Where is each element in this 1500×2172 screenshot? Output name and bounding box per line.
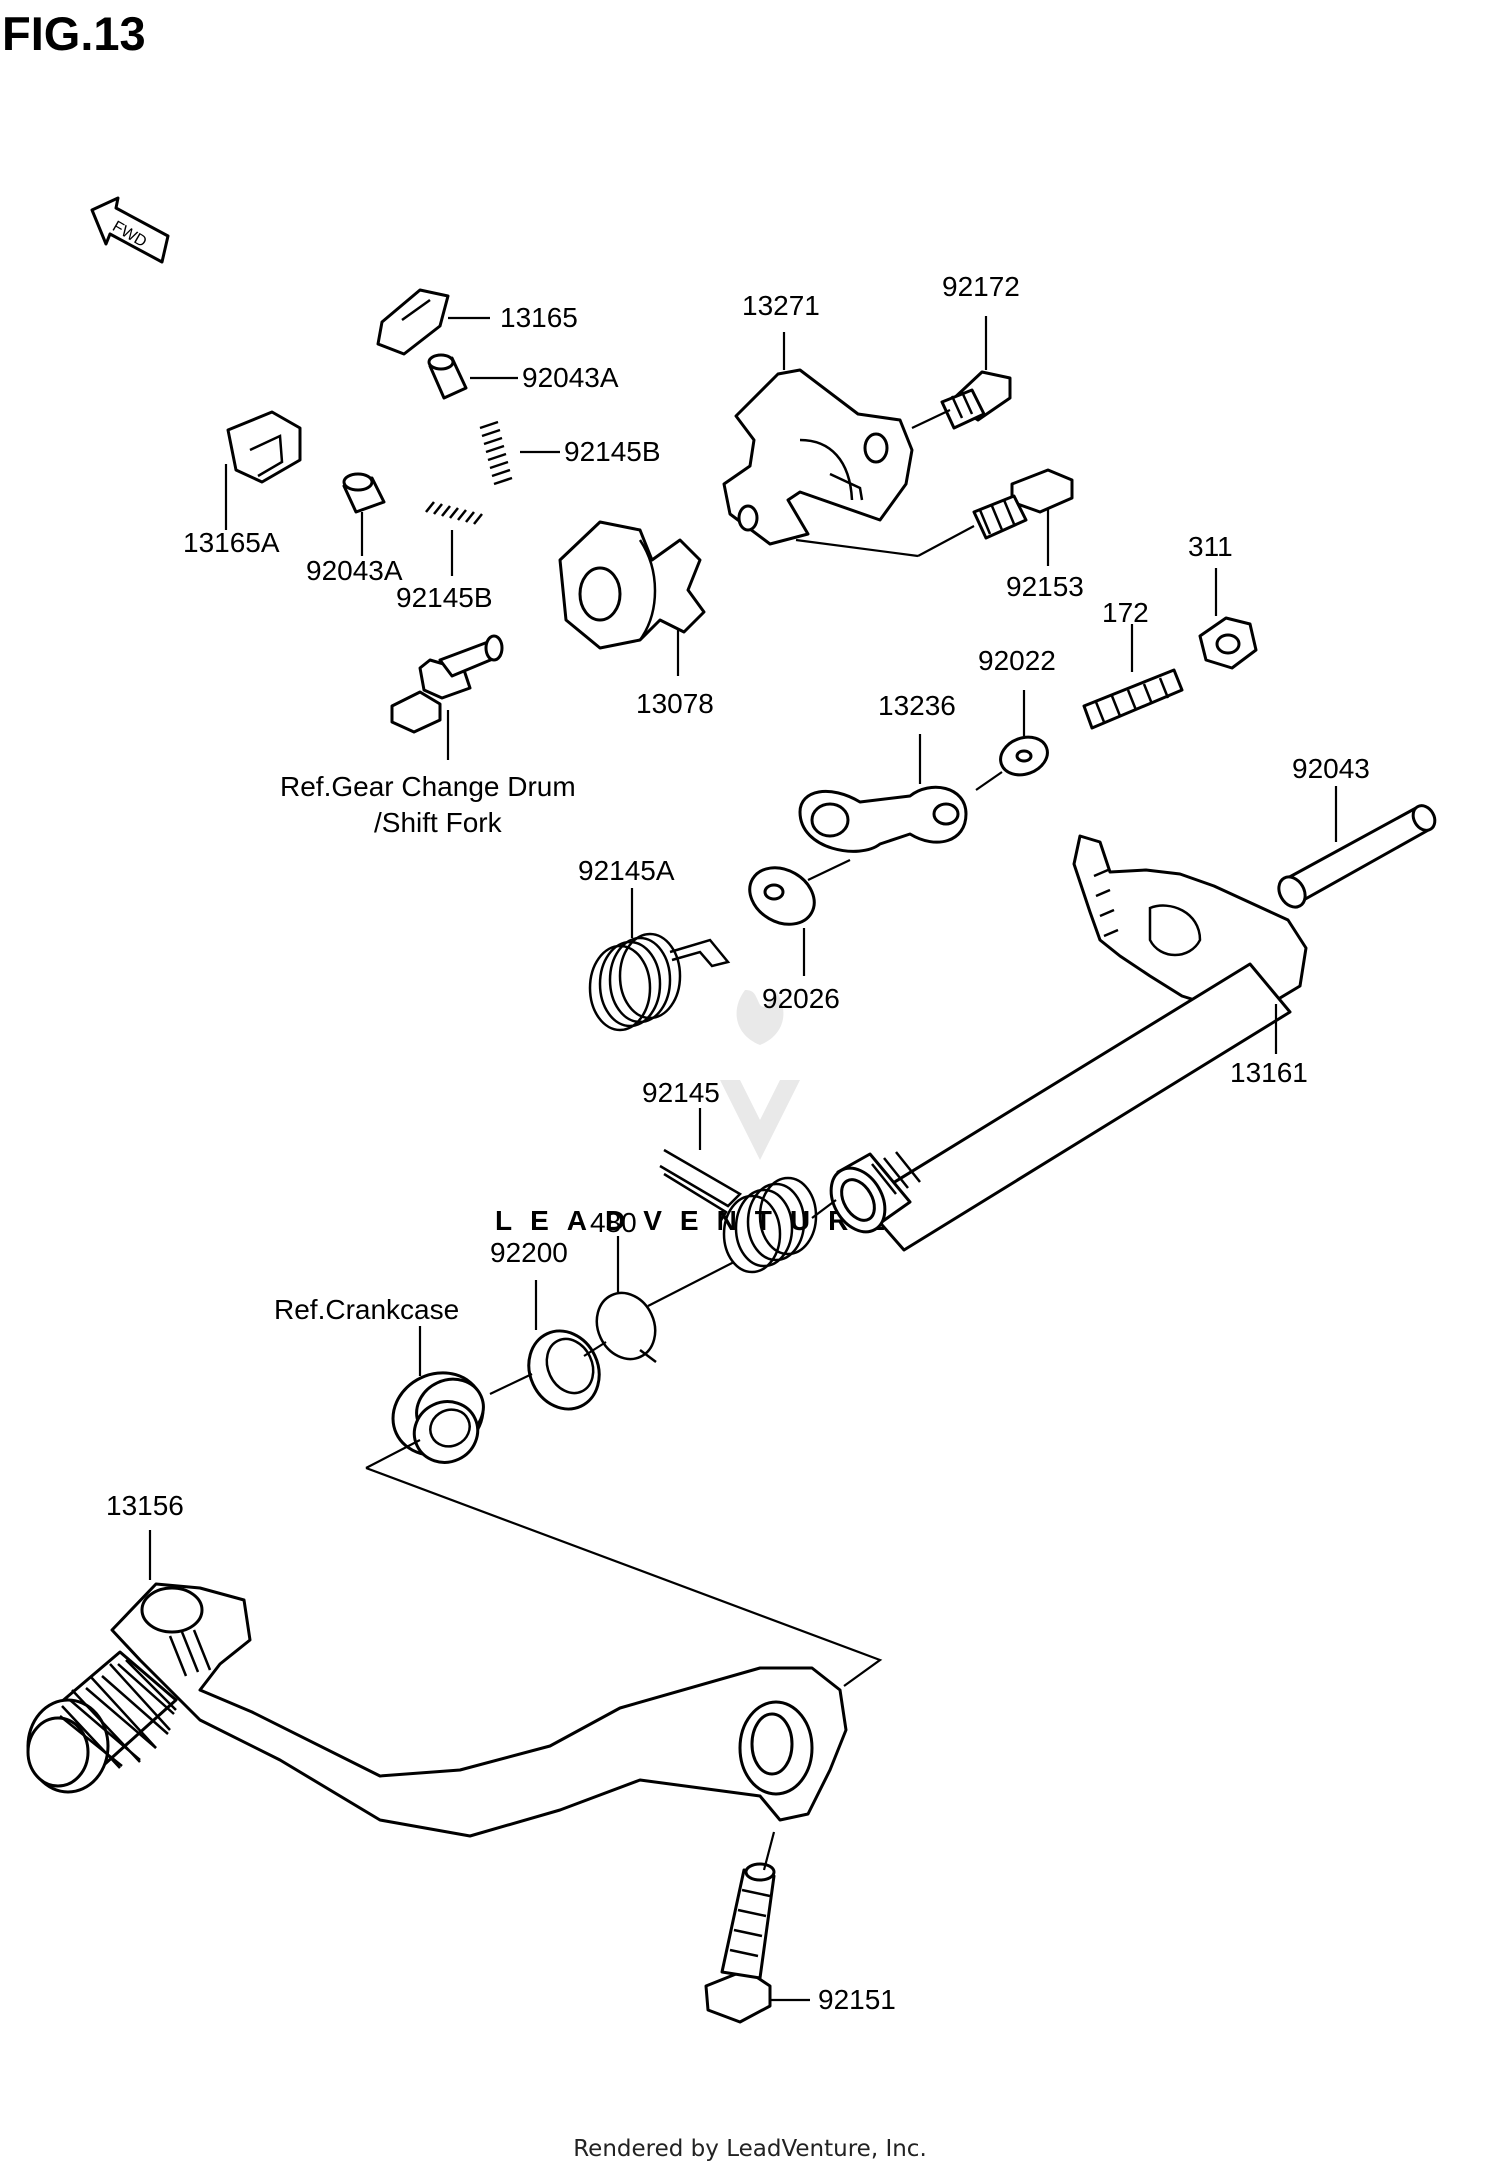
part-92022[interactable]	[995, 731, 1052, 781]
part-92172[interactable]	[940, 370, 1012, 430]
part-92151[interactable]	[704, 1862, 776, 2024]
label-92043A-low: 92043A	[306, 555, 403, 586]
label-ref-drum-1: Ref.Gear Change Drum	[280, 771, 576, 802]
part-13271[interactable]	[722, 368, 914, 546]
label-13078: 13078	[636, 688, 714, 719]
label-13156: 13156	[106, 1490, 184, 1521]
footer-credit: Rendered by LeadVenture, Inc.	[573, 2136, 927, 2162]
label-13165A: 13165A	[183, 527, 280, 558]
label-ref-crankcase: Ref.Crankcase	[274, 1294, 459, 1325]
part-ref-crankcase-seal[interactable]	[379, 1358, 496, 1472]
part-13156[interactable]	[26, 1439, 883, 1838]
part-92043[interactable]	[1274, 802, 1440, 912]
part-13078[interactable]	[558, 520, 706, 650]
label-13161: 13161	[1230, 1057, 1308, 1088]
label-13271: 13271	[742, 290, 820, 321]
watermark-text: LEADVENTURE	[495, 1205, 903, 1236]
label-92153: 92153	[1006, 571, 1084, 602]
figure-title: FIG.13	[2, 7, 146, 60]
part-92145A[interactable]	[588, 932, 731, 1032]
label-13165: 13165	[500, 302, 578, 333]
label-92043A-top: 92043A	[522, 362, 619, 393]
part-92043A-top[interactable]	[427, 353, 468, 400]
label-311: 311	[1188, 531, 1233, 562]
part-13236[interactable]	[798, 785, 968, 853]
part-13161[interactable]	[820, 834, 1308, 1252]
label-92145B-top: 92145B	[564, 436, 661, 467]
part-92043A-low[interactable]	[342, 472, 386, 514]
part-ref-drum-pin[interactable]	[390, 634, 504, 734]
part-13165[interactable]	[376, 288, 450, 356]
label-92145: 92145	[642, 1077, 720, 1108]
part-172[interactable]	[1082, 668, 1184, 730]
fwd-arrow-icon: FWD	[90, 196, 170, 264]
label-92145B-low: 92145B	[396, 582, 493, 613]
label-92022: 92022	[978, 645, 1056, 676]
label-92145A: 92145A	[578, 855, 675, 886]
label-480: 480	[590, 1207, 637, 1238]
part-92145B-low[interactable]	[425, 501, 483, 525]
label-ref-drum-2: /Shift Fork	[374, 807, 503, 838]
label-92151: 92151	[818, 1984, 896, 2015]
part-92145B-top[interactable]	[479, 420, 513, 486]
part-13165A[interactable]	[226, 410, 302, 484]
part-480[interactable]	[586, 1283, 665, 1368]
label-172: 172	[1102, 597, 1149, 628]
part-92026[interactable]	[740, 856, 825, 935]
leadventure-watermark: LEADVENTURE	[495, 990, 903, 1236]
part-92153[interactable]	[972, 468, 1074, 540]
label-92026: 92026	[762, 983, 840, 1014]
label-92043: 92043	[1292, 753, 1370, 784]
part-92200[interactable]	[516, 1319, 611, 1420]
label-92200: 92200	[490, 1237, 568, 1268]
part-311[interactable]	[1198, 616, 1258, 670]
label-92172: 92172	[942, 271, 1020, 302]
label-13236: 13236	[878, 690, 956, 721]
